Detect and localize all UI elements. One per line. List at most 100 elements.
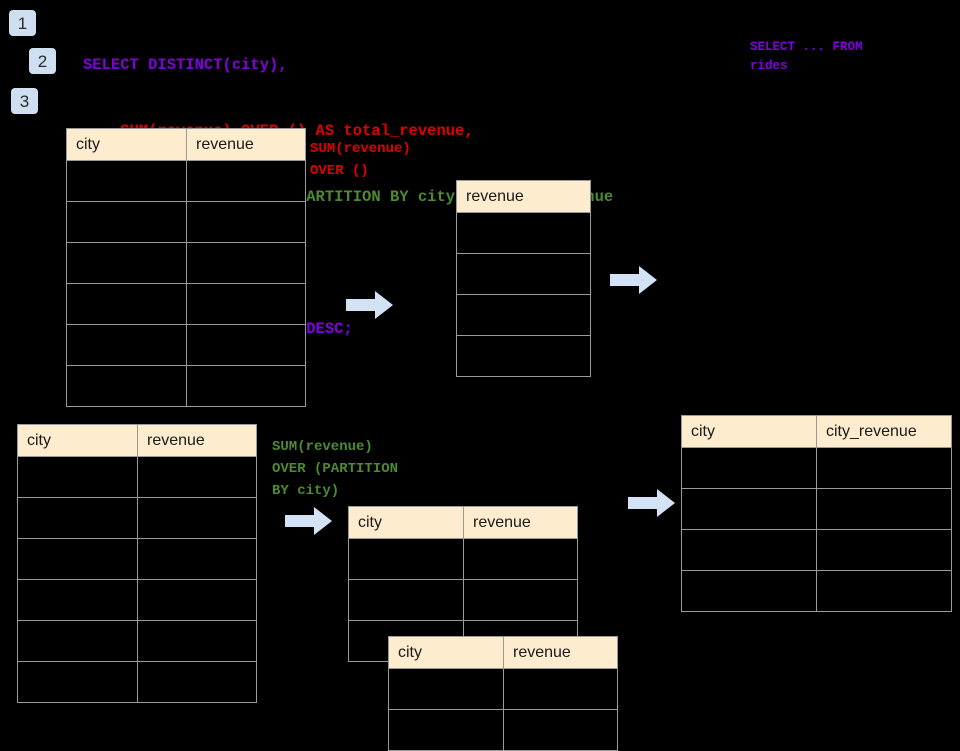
table-rides-source-bottom[interactable]: city revenue [17,424,257,703]
cell-revenue[interactable] [186,365,306,407]
column-header-revenue[interactable]: revenue [463,506,578,539]
table-partition-group-front[interactable]: city revenue [388,636,618,751]
cell-revenue[interactable] [456,335,591,377]
cell-revenue[interactable] [137,456,257,498]
table-row[interactable] [17,579,257,621]
cell-revenue[interactable] [137,579,257,621]
cell-city[interactable] [681,447,817,489]
cell-city[interactable] [17,497,138,539]
annotation-select-from-rides: SELECT ... FROM rides [750,40,863,73]
table-header-row: city revenue [66,128,306,161]
column-header-city[interactable]: city [17,424,138,457]
cell-revenue[interactable] [186,201,306,243]
cell-revenue[interactable] [186,242,306,284]
table-rides-source-top[interactable]: city revenue [66,128,306,407]
cell-revenue[interactable] [186,324,306,366]
table-row[interactable] [456,294,591,336]
table-row[interactable] [17,661,257,703]
table-row[interactable] [66,324,306,366]
step-badge-1[interactable]: 1 [9,10,36,36]
column-header-city[interactable]: city [681,415,817,448]
cell-city-revenue[interactable] [816,488,952,530]
column-header-revenue[interactable]: revenue [456,180,591,213]
column-header-revenue[interactable]: revenue [137,424,257,457]
cell-city[interactable] [66,242,187,284]
step-badge-3[interactable]: 3 [11,88,38,114]
column-header-city[interactable]: city [388,636,504,669]
cell-city[interactable] [66,283,187,325]
table-row[interactable] [66,160,306,202]
cell-city[interactable] [17,661,138,703]
table-row[interactable] [66,283,306,325]
column-header-revenue[interactable]: revenue [503,636,618,669]
cell-revenue[interactable] [137,661,257,703]
cell-city[interactable] [681,488,817,530]
cell-revenue[interactable] [456,253,591,295]
table-row[interactable] [66,201,306,243]
cell-city-revenue[interactable] [816,529,952,571]
annotation-sum-over-partition: SUM(revenue) OVER (PARTITION BY city) [272,439,399,499]
cell-revenue[interactable] [463,538,578,580]
step-badge-1-label: 1 [17,13,28,33]
cell-city[interactable] [17,579,138,621]
cell-revenue[interactable] [463,579,578,621]
table-row[interactable] [681,529,952,571]
column-header-city-revenue[interactable]: city_revenue [816,415,952,448]
table-row[interactable] [17,456,257,498]
table-row[interactable] [17,497,257,539]
cell-revenue[interactable] [186,283,306,325]
cell-revenue[interactable] [456,294,591,336]
cell-revenue[interactable] [137,497,257,539]
arrow-total-to-result [610,266,657,294]
table-total-revenue[interactable]: revenue [456,180,591,377]
table-row[interactable] [348,579,578,621]
cell-city[interactable] [17,456,138,498]
table-row[interactable] [388,668,618,710]
table-final-result[interactable]: city city_revenue [681,415,952,612]
cell-city[interactable] [17,538,138,580]
table-header-row: city revenue [348,506,578,539]
column-header-city[interactable]: city [66,128,187,161]
cell-city[interactable] [348,579,464,621]
cell-city[interactable] [66,160,187,202]
step-badge-2-label: 2 [37,51,48,71]
cell-city[interactable] [348,538,464,580]
cell-city[interactable] [681,570,817,612]
cell-revenue[interactable] [186,160,306,202]
cell-city[interactable] [388,668,504,710]
cell-city[interactable] [66,365,187,407]
table-row[interactable] [681,488,952,530]
column-header-city[interactable]: city [348,506,464,539]
table-row[interactable] [456,253,591,295]
table-row[interactable] [66,242,306,284]
cell-city[interactable] [388,709,504,751]
cell-city[interactable] [66,324,187,366]
table-row[interactable] [456,212,591,254]
table-partition-group-back[interactable]: city revenue [348,506,578,662]
table-row[interactable] [681,570,952,612]
arrow-partition-to-result [628,489,675,517]
cell-city[interactable] [66,201,187,243]
step-badge-2[interactable]: 2 [29,48,56,74]
arrow-source-to-total [346,291,393,319]
cell-city[interactable] [17,620,138,662]
cell-city-revenue[interactable] [816,570,952,612]
table-row[interactable] [456,335,591,377]
table-row[interactable] [17,538,257,580]
table-row[interactable] [17,620,257,662]
column-header-revenue[interactable]: revenue [186,128,306,161]
cell-revenue[interactable] [137,620,257,662]
cell-city[interactable] [681,529,817,571]
cell-revenue[interactable] [137,538,257,580]
table-header-row: revenue [456,180,591,213]
table-row[interactable] [388,709,618,751]
arrow-source-to-partition [285,507,332,535]
cell-revenue[interactable] [503,668,618,710]
step-badge-3-label: 3 [19,91,30,111]
table-row[interactable] [348,538,578,580]
table-row[interactable] [681,447,952,489]
cell-revenue[interactable] [503,709,618,751]
table-row[interactable] [66,365,306,407]
cell-revenue[interactable] [456,212,591,254]
cell-city-revenue[interactable] [816,447,952,489]
